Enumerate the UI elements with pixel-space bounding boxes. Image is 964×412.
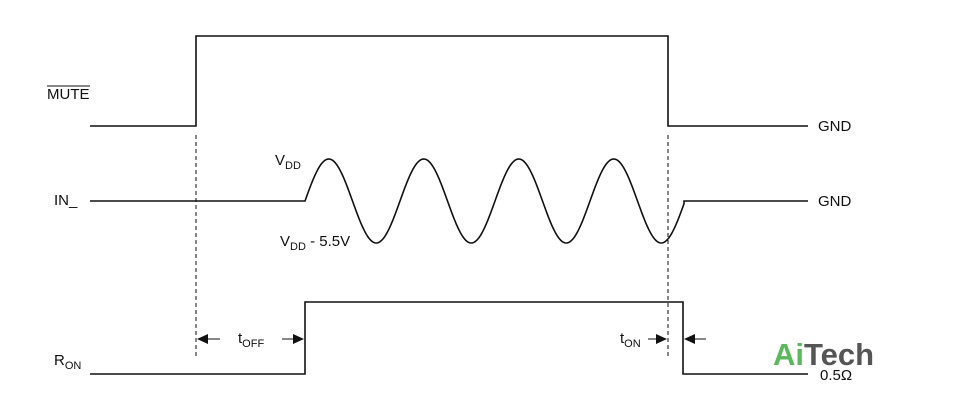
ton-left-arrowhead [656, 334, 667, 344]
in-gnd-label: GND [818, 193, 852, 210]
vdd-minus-label: VDD - 5.5V [280, 233, 350, 253]
in-waveform [90, 158, 808, 244]
mute-gnd-label: GND [818, 118, 852, 135]
ron-waveform [90, 301, 808, 375]
mute-waveform [90, 35, 808, 127]
toff-label: tOFF [238, 330, 264, 350]
ron-label: RON [54, 352, 81, 372]
aitech-logo: AiTech [773, 337, 874, 372]
mute-label: MUTE [47, 86, 90, 103]
vdd-label: VDD [275, 152, 301, 172]
ton-right-arrowhead [684, 334, 695, 344]
ron-on-resistance-label: 0.5Ω [820, 367, 852, 384]
in-label: IN_ [54, 192, 78, 209]
ton-label: tON [620, 330, 641, 350]
toff-right-arrowhead [293, 334, 304, 344]
toff-left-arrowhead [197, 334, 208, 344]
